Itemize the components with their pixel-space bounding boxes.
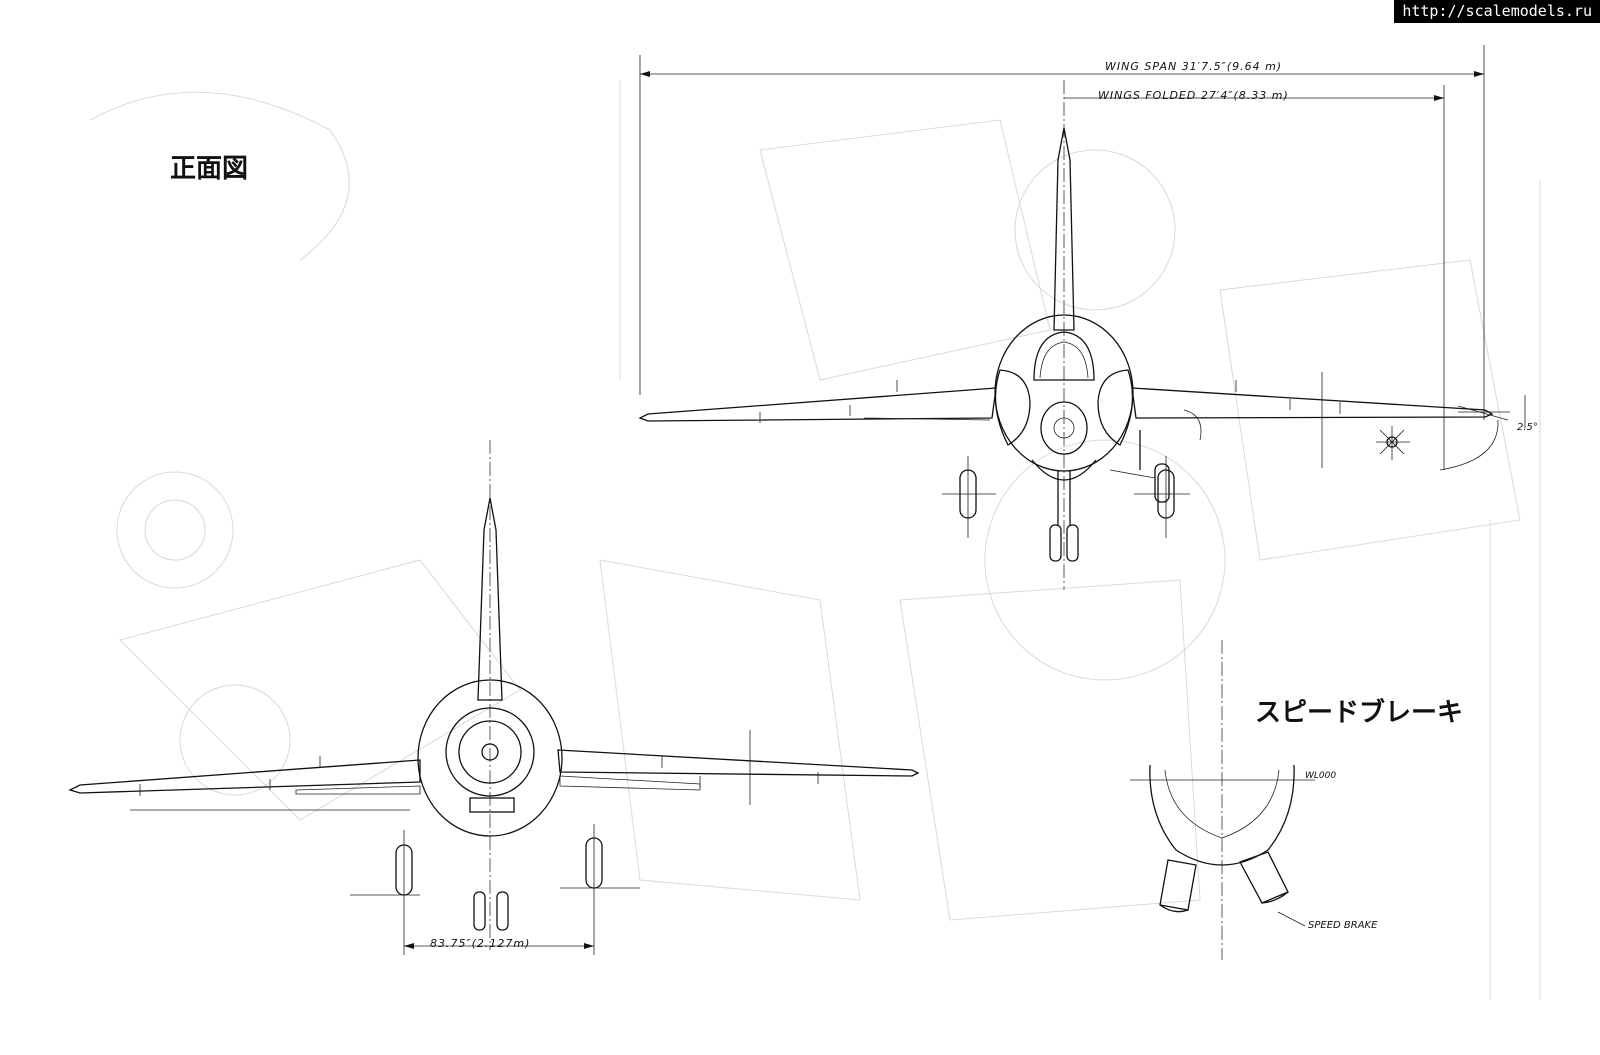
- dihedral-label: 2.5°: [1517, 422, 1538, 433]
- waterline-label: WL000: [1305, 771, 1337, 781]
- speed-brake-aircraft: [1130, 640, 1315, 960]
- rear-view-aircraft: [68, 440, 920, 955]
- wing-span-label: WING SPAN 31′7.5″(9.64 m): [1105, 60, 1283, 73]
- speed-brake-title: スピードブレーキ: [1255, 698, 1464, 728]
- front-view-aircraft: [638, 80, 1494, 590]
- front-view-dimension-lines: [639, 45, 1526, 471]
- bleed-through-background: [89, 80, 1541, 1000]
- source-watermark: http://scalemodels.ru: [1394, 0, 1600, 23]
- wings-folded-label: WINGS FOLDED 27′4″(8.33 m): [1098, 89, 1289, 102]
- front-view-title: 正面図: [170, 154, 249, 184]
- speed-brake-label: SPEED BRAKE: [1308, 920, 1378, 931]
- main-gear-track-label: 83.75″(2.127m): [430, 937, 531, 950]
